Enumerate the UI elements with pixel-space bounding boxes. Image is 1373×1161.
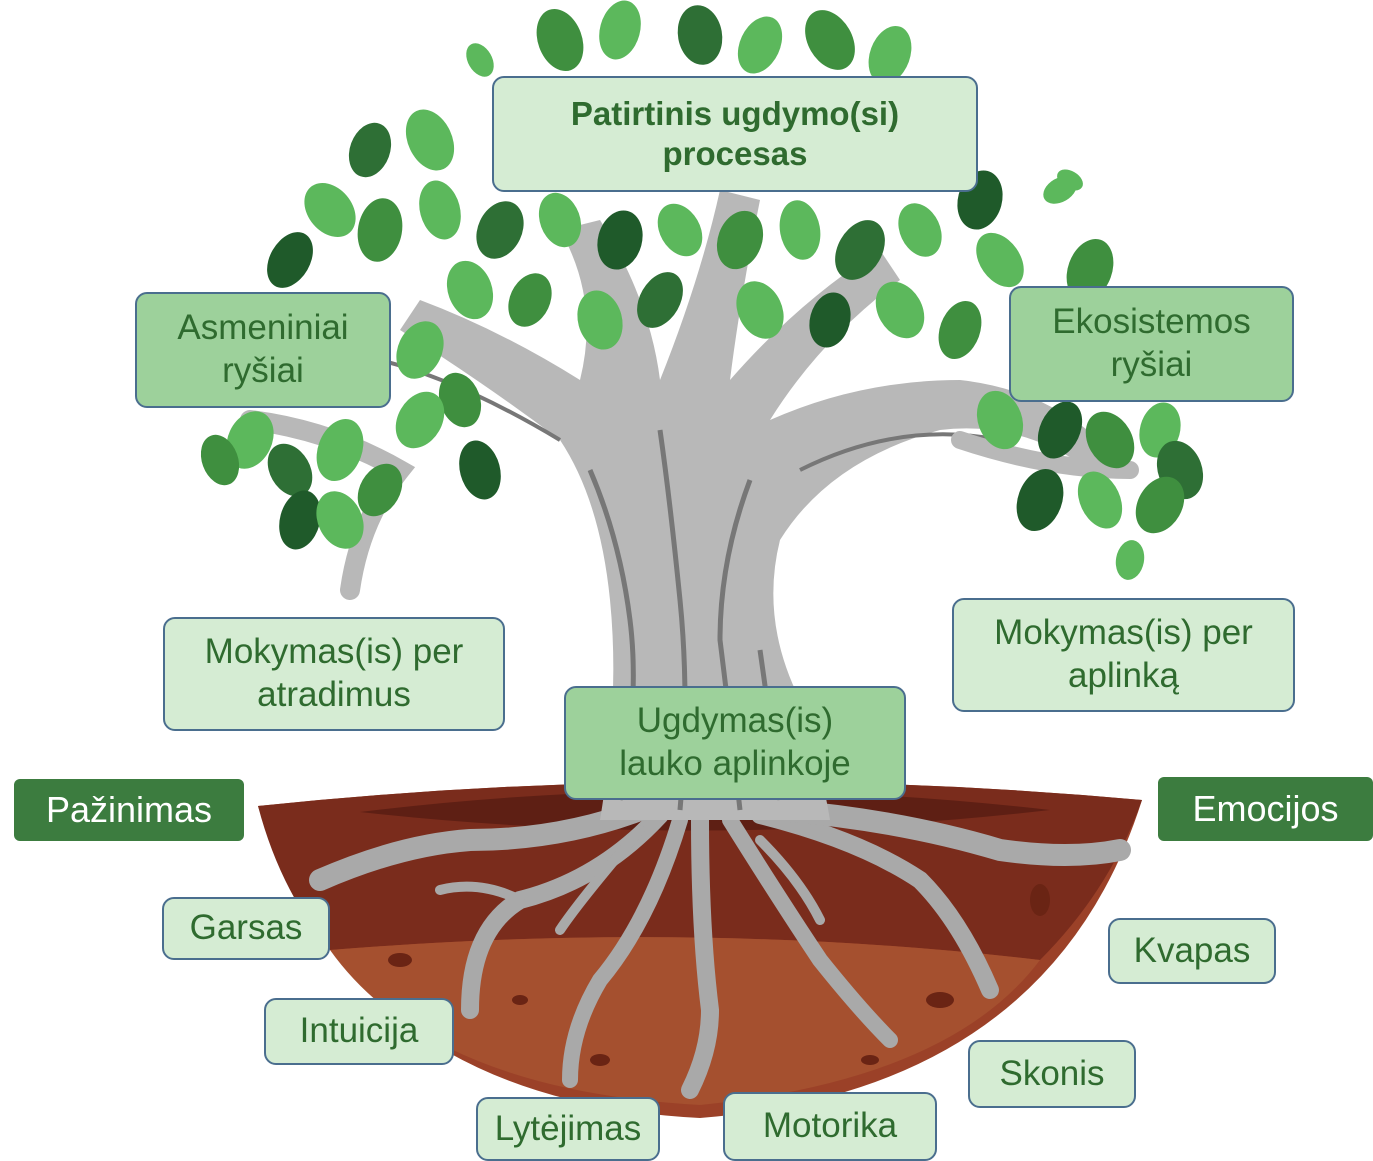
- ugdymas-line-2: lauko aplinkoje: [619, 743, 851, 786]
- ekosistemos-rysiai-box: Ekosistemos ryšiai: [1009, 286, 1294, 402]
- asmeniniai-line-2: ryšiai: [177, 350, 348, 393]
- aplinka-line-1: Mokymas(is) per: [994, 612, 1253, 655]
- title-line-1: Patirtinis ugdymo(si): [571, 94, 899, 134]
- kvapas-box: Kvapas: [1108, 918, 1276, 984]
- ugdymas-line-1: Ugdymas(is): [619, 700, 851, 743]
- title-box: Patirtinis ugdymo(si) procesas: [492, 76, 978, 192]
- asmeniniai-rysiai-box: Asmeniniai ryšiai: [135, 292, 391, 408]
- atradimus-line-2: atradimus: [205, 674, 464, 717]
- lytejimas-box: Lytėjimas: [476, 1097, 660, 1161]
- asmeniniai-line-1: Asmeniniai: [177, 307, 348, 350]
- aplinka-line-2: aplinką: [994, 655, 1253, 698]
- mokymas-aplinka-box: Mokymas(is) per aplinką: [952, 598, 1295, 712]
- pazinimas-label: Pažinimas: [14, 779, 244, 841]
- intuicija-box: Intuicija: [264, 998, 454, 1065]
- ekosistemos-line-1: Ekosistemos: [1052, 301, 1250, 344]
- mokymas-atradimus-box: Mokymas(is) per atradimus: [163, 617, 505, 731]
- title-line-2: procesas: [571, 134, 899, 174]
- skonis-box: Skonis: [968, 1040, 1136, 1108]
- emocijos-label: Emocijos: [1158, 777, 1373, 841]
- atradimus-line-1: Mokymas(is) per: [205, 631, 464, 674]
- ugdymas-lauko-box: Ugdymas(is) lauko aplinkoje: [564, 686, 906, 800]
- motorika-box: Motorika: [723, 1092, 937, 1161]
- ekosistemos-line-2: ryšiai: [1052, 344, 1250, 387]
- garsas-box: Garsas: [162, 897, 330, 960]
